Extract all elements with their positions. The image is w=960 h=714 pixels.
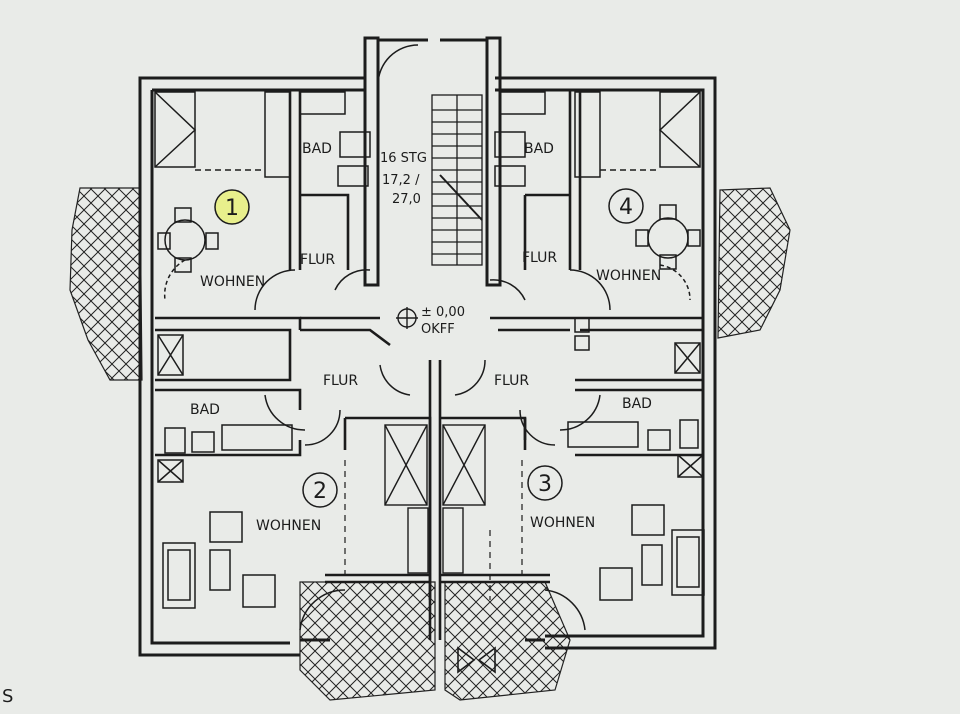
room-label-wohnen-3: WOHNEN (530, 515, 595, 531)
bed-unit-1 (154, 91, 291, 178)
unit-number-3-badge (527, 465, 563, 501)
unit-number-1-badge (214, 189, 250, 225)
unit-number-2: 2 (313, 479, 327, 504)
page-edge-letter: S (2, 686, 13, 707)
level-marker (396, 307, 418, 329)
room-label-flur-4: FLUR (522, 250, 557, 266)
exterior-hatching (69, 187, 791, 701)
room-label-bad-1: BAD (302, 141, 332, 157)
bed-unit-4 (574, 91, 701, 178)
dining-table-unit-4 (635, 204, 701, 270)
level-reference: OKFF (421, 322, 455, 337)
room-label-flur-3: FLUR (494, 373, 529, 389)
shaft-boxes (384, 424, 486, 574)
unit-number-4-badge (608, 188, 644, 224)
room-label-bad-2: BAD (190, 402, 220, 418)
room-label-flur-1: FLUR (300, 252, 335, 268)
room-label-wohnen-4: WOHNEN (596, 268, 661, 284)
stair-dimension-label: 17,2 / (382, 173, 420, 188)
room-label-wohnen-1: WOHNEN (200, 274, 265, 290)
interior-walls (155, 90, 705, 640)
living-furniture-unit-3 (599, 504, 705, 601)
room-label-wohnen-2: WOHNEN (256, 518, 321, 534)
unit-number-1: 1 (225, 196, 239, 221)
bathroom-fixtures (157, 91, 704, 483)
unit-number-2-badge (302, 472, 338, 508)
room-label-flur-2: FLUR (323, 373, 358, 389)
level-value: ± 0,00 (421, 305, 465, 320)
stair-steps-label: 16 STG (380, 151, 427, 166)
outer-walls (138, 36, 717, 657)
entrance-arrow (457, 646, 496, 674)
room-label-bad-3: BAD (622, 396, 652, 412)
door-swings (163, 44, 691, 631)
living-furniture-unit-2 (162, 511, 276, 609)
room-label-bad-4: BAD (524, 141, 554, 157)
stair-depth-label: 27,0 (392, 192, 421, 207)
staircase (431, 94, 483, 266)
unit-number-4: 4 (619, 195, 633, 220)
dashed-dividers (344, 460, 523, 600)
unit-number-3: 3 (538, 472, 552, 497)
